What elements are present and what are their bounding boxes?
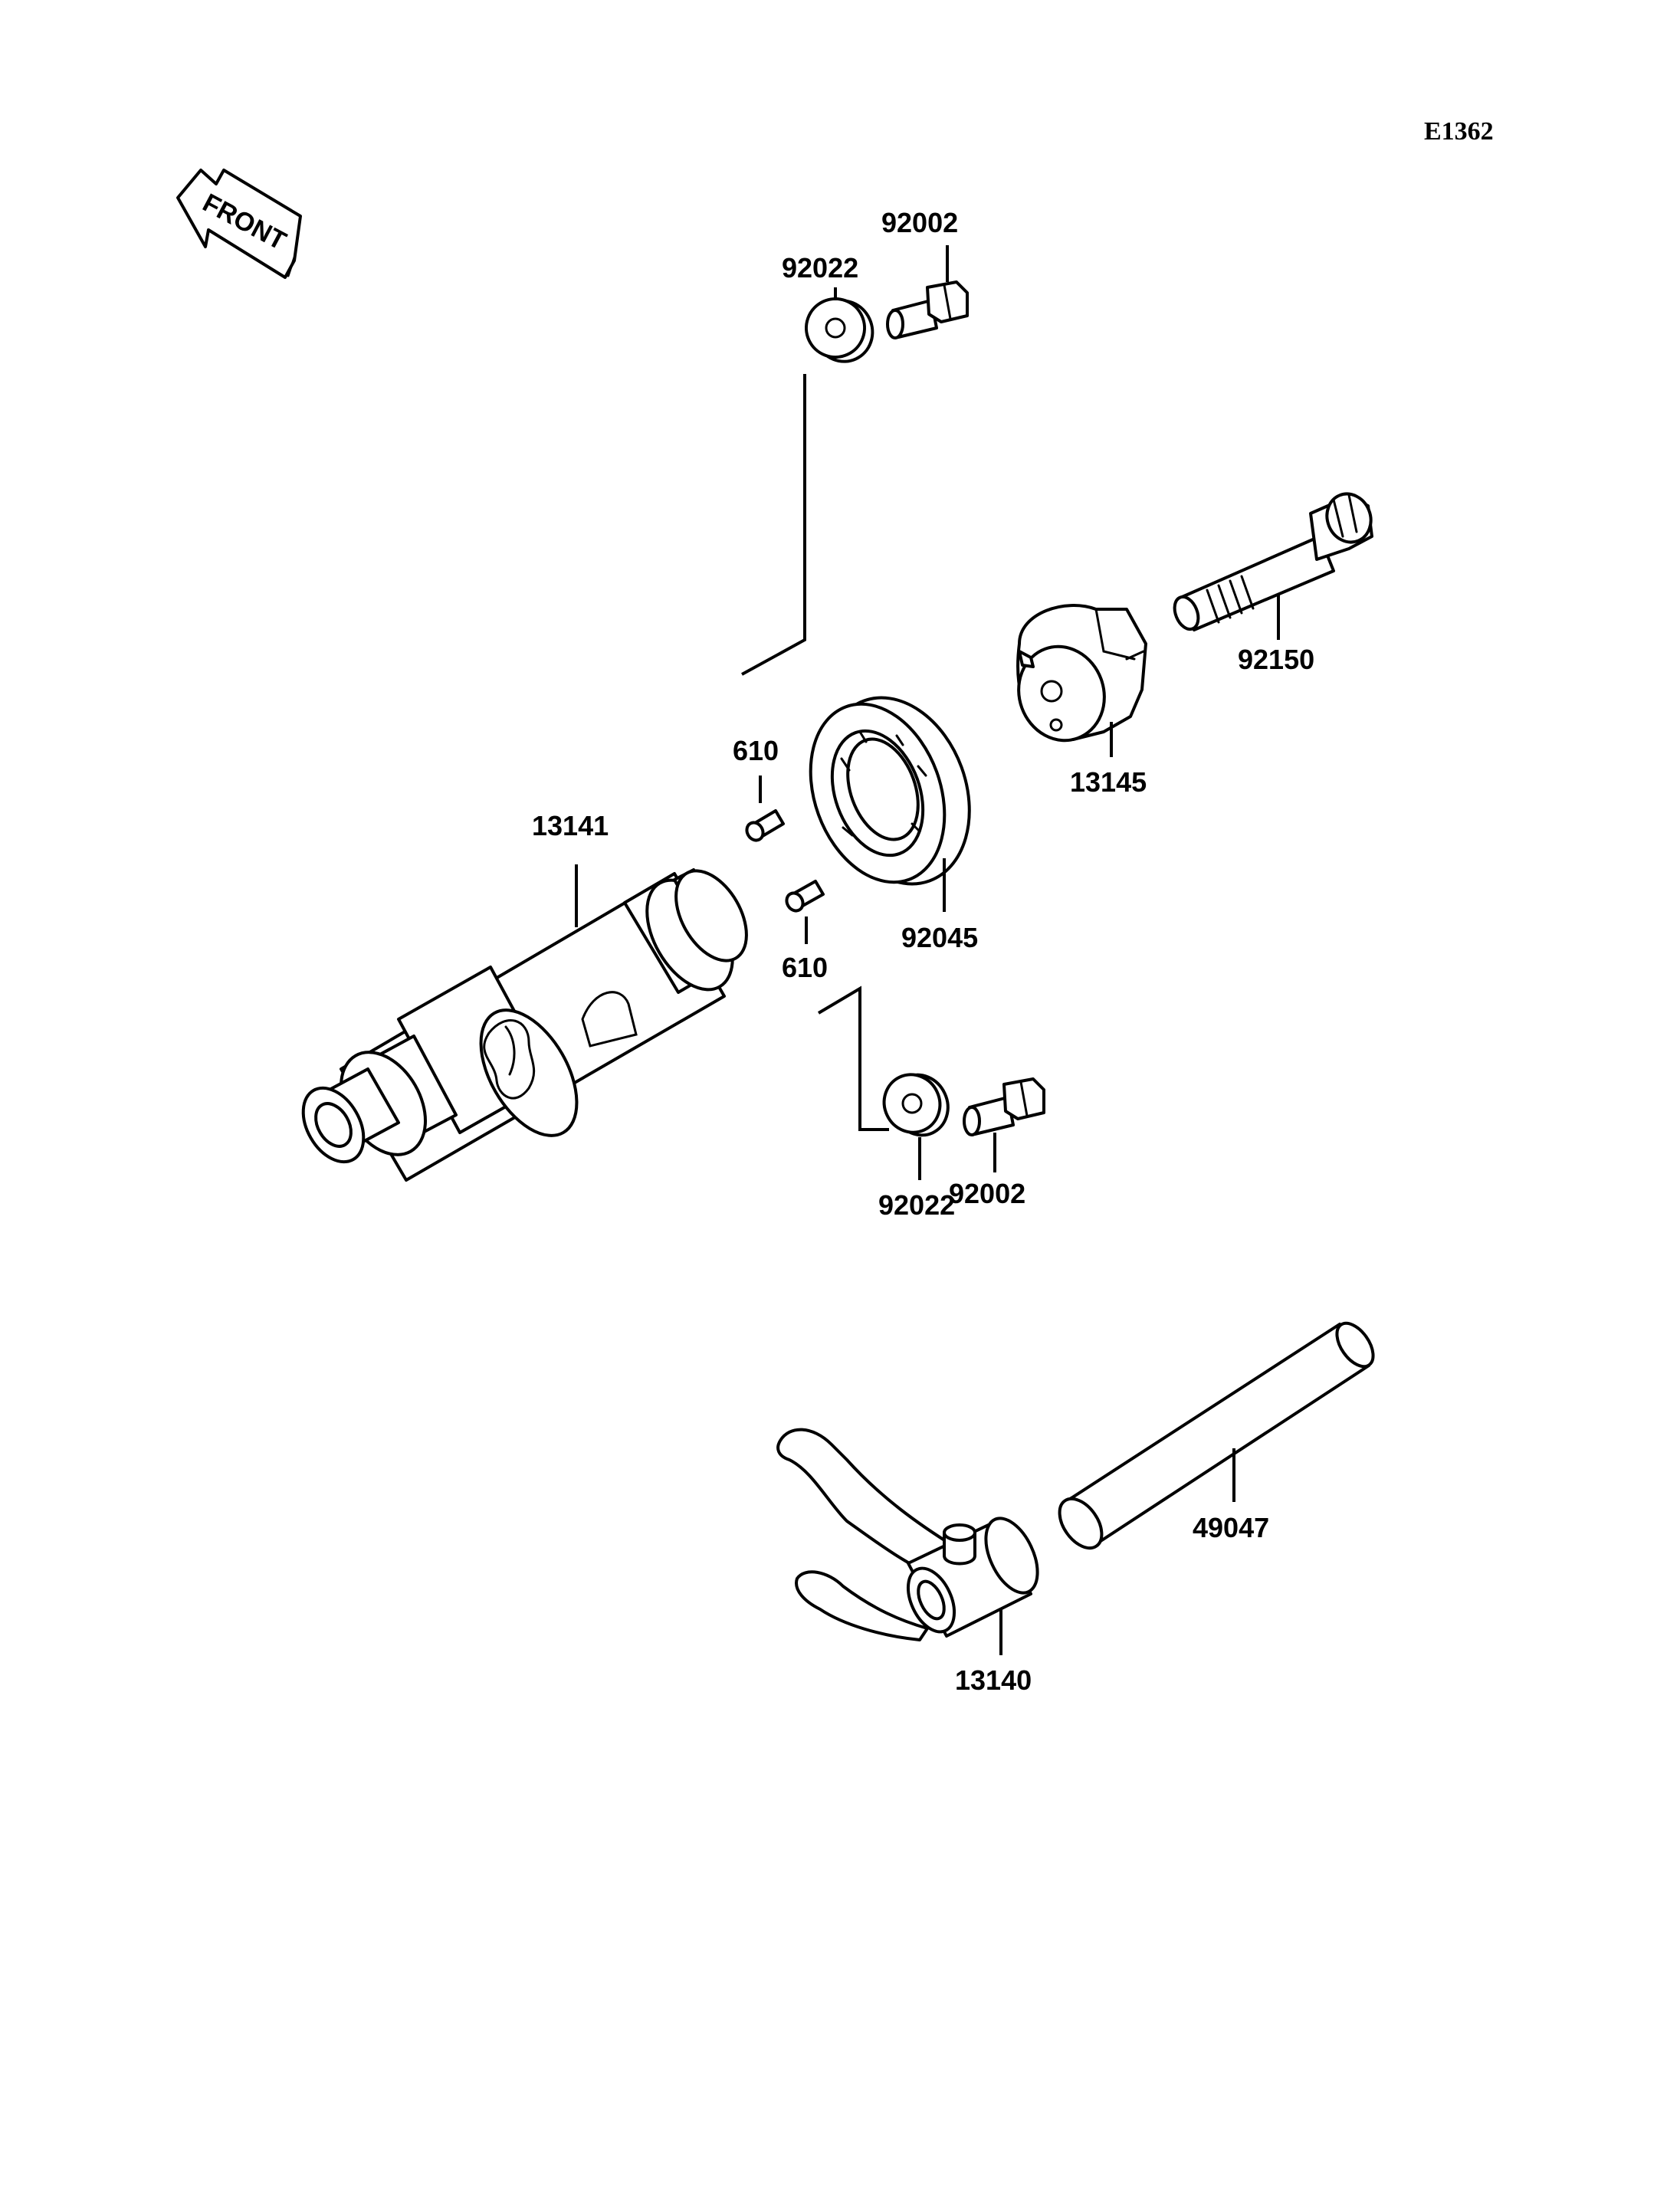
label-610-bottom: 610 — [782, 952, 828, 983]
label-92002-top: 92002 — [881, 207, 958, 238]
label-610-top: 610 — [733, 735, 779, 766]
label-49047: 49047 — [1193, 1512, 1269, 1543]
shift-rod-49047 — [1058, 1321, 1375, 1550]
bolt-92150 — [1173, 492, 1373, 631]
label-13145: 13145 — [1070, 766, 1147, 798]
front-arrow-icon: FRONT — [176, 169, 302, 279]
cam-holder-13145 — [1016, 604, 1147, 743]
pin-610-top — [745, 809, 785, 842]
bolt-92002-top — [886, 280, 969, 339]
bolt-92002-bottom — [963, 1077, 1045, 1136]
label-13140: 13140 — [955, 1664, 1032, 1696]
label-13141: 13141 — [532, 810, 609, 841]
label-92022-bottom: 92022 — [878, 1189, 955, 1221]
shift-fork-13140 — [776, 1428, 1039, 1641]
label-92022-top: 92022 — [782, 252, 858, 284]
shift-drum-13141 — [301, 868, 748, 1182]
washer-92022-bottom — [882, 1073, 950, 1137]
label-92045: 92045 — [901, 922, 978, 953]
washer-92022-top — [805, 297, 874, 363]
pin-610-bottom — [785, 880, 825, 913]
bearing-92045 — [809, 696, 971, 886]
label-92002-bottom: 92002 — [949, 1178, 1025, 1209]
figure-code: E1362 — [1424, 117, 1494, 146]
label-92150: 92150 — [1238, 644, 1314, 675]
